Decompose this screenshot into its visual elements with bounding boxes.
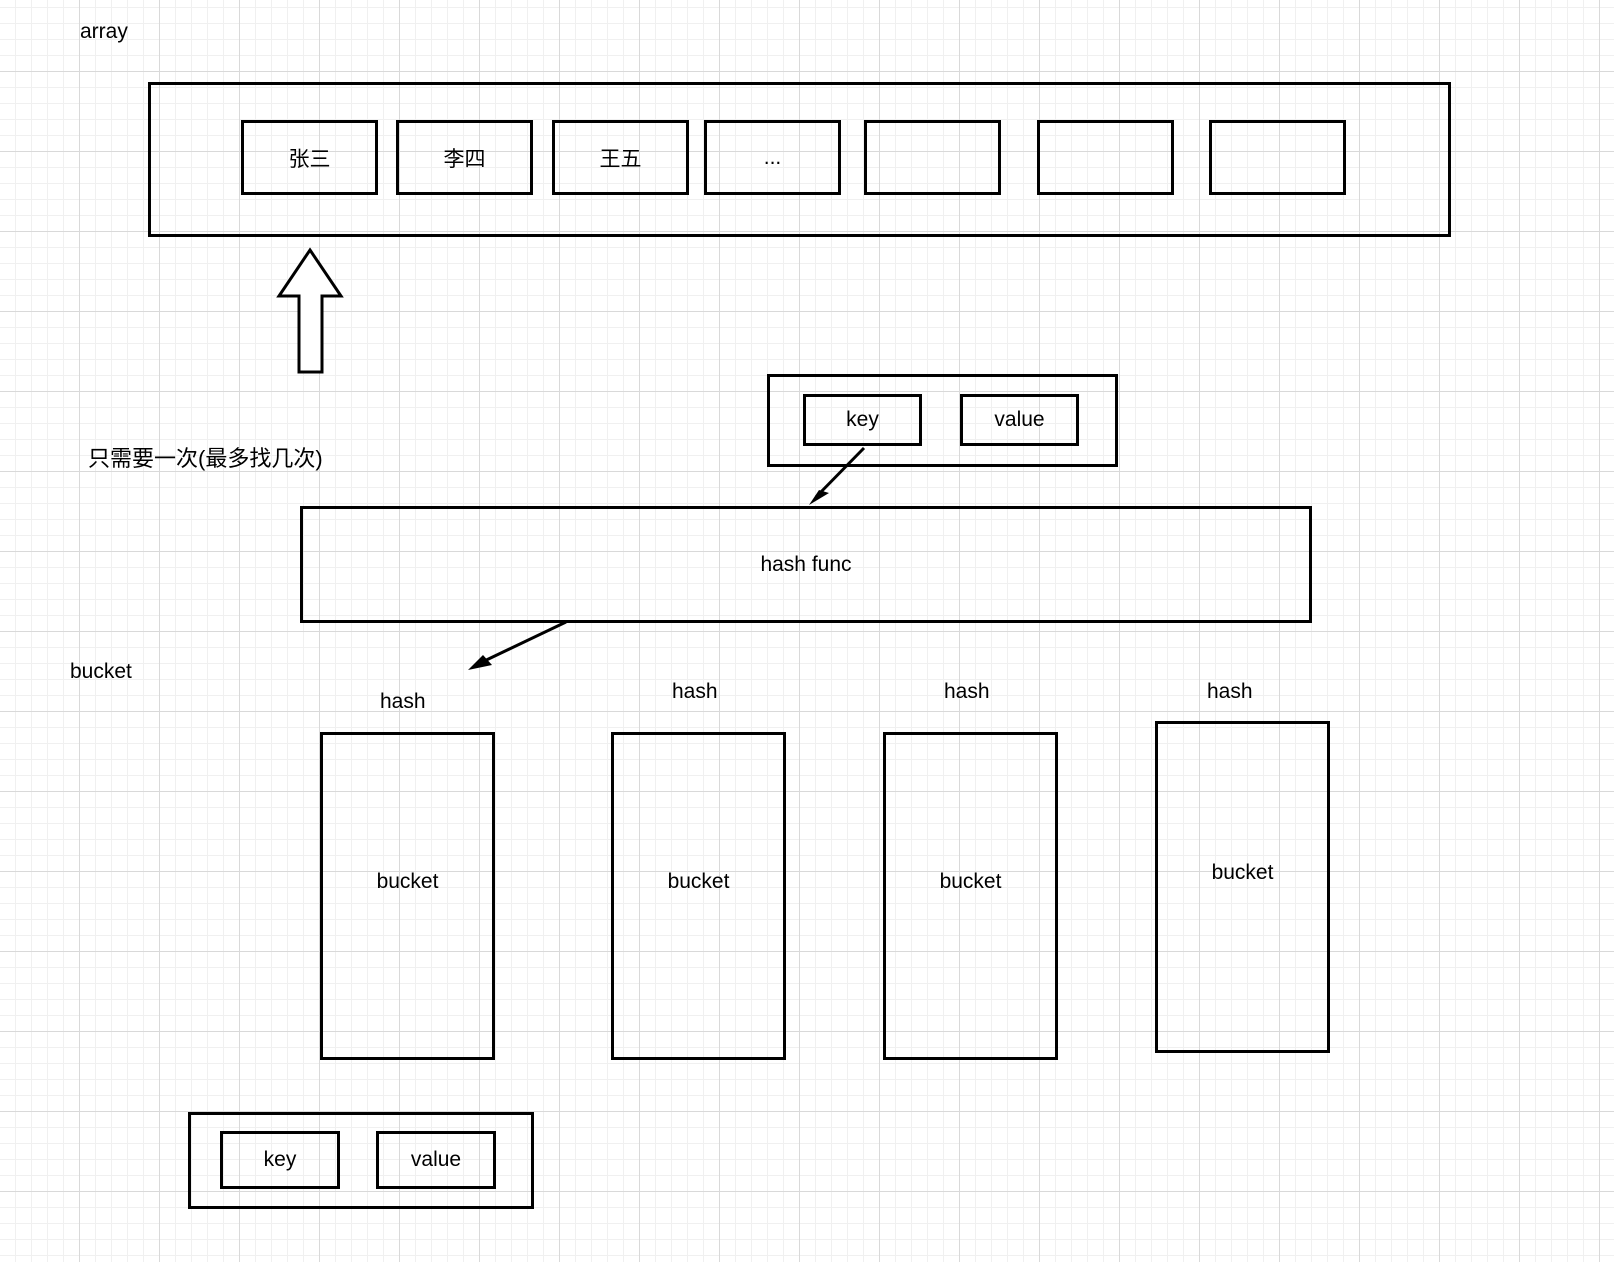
kv-bottom-key-box[interactable]: key [220,1131,340,1189]
bucket-column-3[interactable]: bucket [1155,721,1330,1053]
array-cell-0[interactable]: 张三 [241,120,378,195]
lookup-note-label: 只需要一次(最多找几次) [88,446,323,471]
kv-top-key-label: key [846,408,879,431]
array-cell-5[interactable] [1037,120,1174,195]
bucket-label: bucket [1211,861,1274,884]
array-container [148,82,1451,237]
bucket-caption-label: bucket [70,660,132,683]
array-cell-label: 张三 [288,147,331,171]
hash-func-box[interactable]: hash func [300,506,1312,623]
bucket-hash-label-2: hash [944,680,990,703]
array-cell-6[interactable] [1209,120,1346,195]
kv-bottom-container [188,1112,534,1209]
array-cell-label: 王五 [599,147,642,171]
kv-bottom-value-box[interactable]: value [376,1131,496,1189]
kv-top-container [767,374,1118,467]
bucket-hash-label-0: hash [380,690,426,713]
bucket-column-0[interactable]: bucket [320,732,495,1060]
bucket-hash-label-3: hash [1207,680,1253,703]
bucket-label: bucket [667,870,730,893]
bucket-column-2[interactable]: bucket [883,732,1058,1060]
block-arrow-up-icon [276,247,344,374]
kv-top-value-box[interactable]: value [960,394,1079,446]
kv-top-value-label: value [994,408,1045,431]
arrow-hashfunc-to-bucket-icon [468,620,567,670]
array-cell-1[interactable]: 李四 [396,120,533,195]
bucket-hash-label-1: hash [672,680,718,703]
kv-bottom-key-label: key [263,1148,297,1171]
bucket-label: bucket [939,870,1002,893]
array-cell-3[interactable]: ... [704,120,841,195]
hash-func-label: hash func [760,552,852,576]
bucket-column-1[interactable]: bucket [611,732,786,1060]
array-label: array [80,20,128,43]
array-cell-label: 李四 [443,147,486,171]
array-cell-2[interactable]: 王五 [552,120,689,195]
array-cell-label: ... [763,145,782,169]
kv-bottom-value-label: value [410,1148,462,1171]
kv-top-key-box[interactable]: key [803,394,922,446]
bucket-label: bucket [376,870,439,893]
array-cell-4[interactable] [864,120,1001,195]
